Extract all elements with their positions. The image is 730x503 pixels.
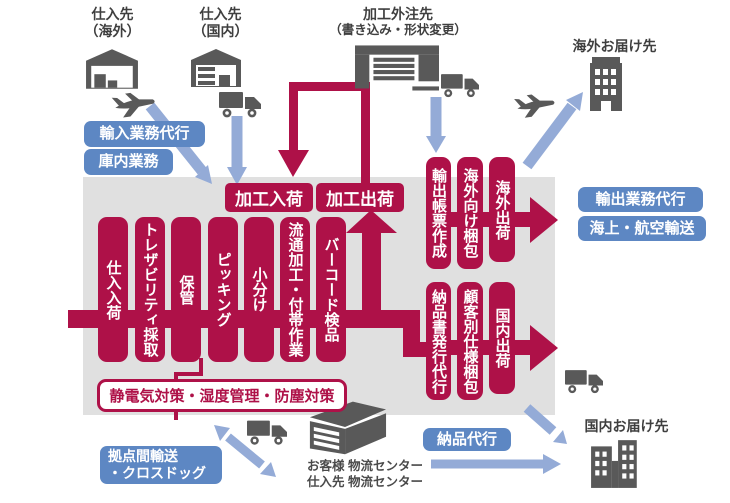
- processing-inbound-label: 加工入荷: [225, 183, 313, 212]
- export-agency-label: 輸出業務代行: [578, 187, 703, 212]
- bar-domestic-shipping: 国内出荷: [489, 282, 515, 394]
- bar-traceability: トレザビリティ採取: [135, 217, 165, 362]
- bar-distribution-processing: 流通加工・付帯作業: [280, 217, 310, 362]
- warehouse-icon: [85, 48, 139, 90]
- import-agency-label: 輸入業務代行: [84, 121, 205, 147]
- bar-delivery-note: 納品書発行代行: [426, 282, 451, 400]
- warehouse-icon: [190, 46, 242, 90]
- supplier-domestic-label: 仕入先 （国内）: [178, 6, 263, 40]
- factory-icon: [355, 45, 439, 93]
- airplane-icon: [108, 86, 162, 120]
- logistics-center-label: お客様 物流センター 仕入先 物流センター: [300, 458, 430, 491]
- bar-customer-packing: 顧客別仕様梱包: [457, 282, 483, 400]
- bar-export-docs: 輸出帳票作成: [426, 157, 451, 269]
- from-processing-arrowhead: [278, 150, 309, 177]
- bar-overseas-packing: 海外向け梱包: [457, 157, 483, 269]
- truck-icon: [441, 70, 479, 100]
- sea-air-transport-label: 海上・航空輸送: [578, 216, 706, 241]
- interbase-line2: ・クロスドッグ: [108, 465, 206, 481]
- domestic-destination-label: 国内お届け先: [584, 418, 669, 434]
- warehouse-ops-label: 庫内業務: [84, 149, 173, 175]
- supplier-overseas-line1: 仕入先: [91, 6, 134, 22]
- truck-icon: [247, 416, 287, 448]
- bar-storage: 保管: [171, 217, 201, 362]
- bar-sorting: 小分け: [244, 217, 274, 362]
- supplier-domestic-line2: （国内）: [192, 23, 249, 40]
- distribution-center-icon: [306, 396, 388, 456]
- truck-icon: [219, 88, 261, 120]
- bar-barcode-inspection: バーコード検品: [316, 217, 346, 362]
- overseas-destination-label: 海外お届け先: [572, 38, 657, 54]
- logistics-center-line2: 仕入先 物流センター: [307, 475, 423, 490]
- interbase-line1: 拠点間輸送: [108, 448, 178, 465]
- airplane-icon: [512, 88, 560, 120]
- city-building-icon: [589, 438, 643, 488]
- processing-outbound-label: 加工出荷: [316, 183, 404, 212]
- supplier-domestic-line1: 仕入先: [199, 6, 242, 22]
- bar-picking: ピッキング: [208, 217, 238, 362]
- bar-overseas-shipping: 海外出荷: [489, 157, 515, 262]
- supplier-overseas-line2: （海外）: [84, 23, 141, 40]
- environment-note: 静電気対策・湿度管理・防塵対策: [97, 379, 347, 412]
- logistics-center-line1: お客様 物流センター: [307, 459, 423, 473]
- office-building-icon: [586, 56, 626, 112]
- supplier-overseas-label: 仕入先 （海外）: [70, 6, 155, 40]
- truck-icon: [565, 365, 603, 397]
- delivery-agency-label: 納品代行: [423, 428, 511, 451]
- interbase-transport-label: 拠点間輸送 ・クロスドッグ: [100, 446, 222, 484]
- bar-incoming: 仕入入荷: [98, 217, 128, 362]
- processor-label: 加工外注先 （書き込み・形状変更）: [322, 6, 474, 38]
- processor-line2: （書き込み・形状変更）: [329, 23, 467, 38]
- processor-line1: 加工外注先: [363, 6, 433, 22]
